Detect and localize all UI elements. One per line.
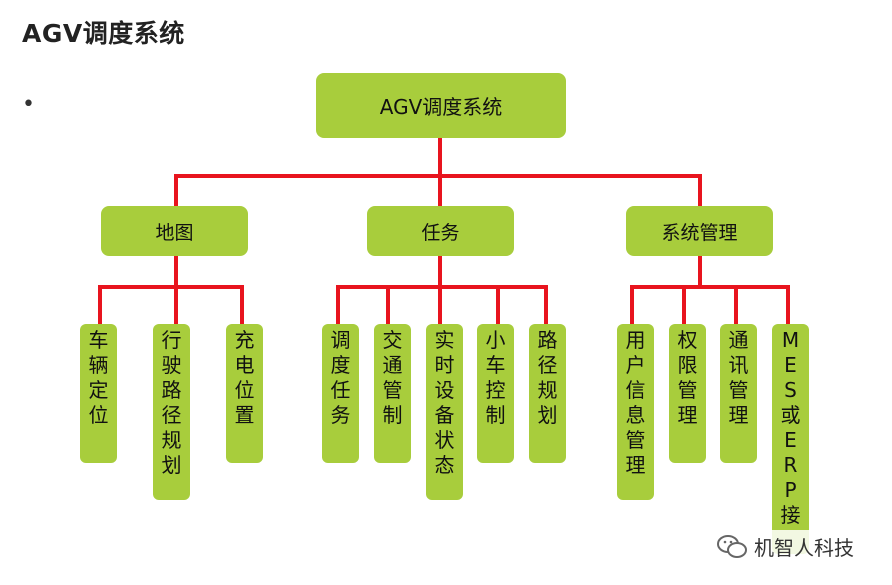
leaf-label: 交通管制 bbox=[382, 328, 403, 427]
leaf-node: 路径规划 bbox=[529, 324, 566, 463]
leaf-label: 调度任务 bbox=[330, 328, 351, 427]
branch-node-task: 任务 bbox=[367, 206, 514, 256]
leaf-node: 通讯管理 bbox=[720, 324, 757, 463]
root-node-label: AGV调度系统 bbox=[379, 95, 503, 119]
leaf-node: MES或ERP接 bbox=[772, 324, 809, 554]
leaf-node: 车辆定位 bbox=[80, 324, 117, 463]
branch-label: 地图 bbox=[155, 221, 194, 244]
branch-label: 任务 bbox=[421, 221, 460, 244]
leaf-label: 小车控制 bbox=[485, 328, 506, 427]
leaf-node: 交通管制 bbox=[374, 324, 411, 463]
branch-node-system-management: 系统管理 bbox=[626, 206, 773, 256]
watermark-text: 机智人科技 bbox=[754, 536, 854, 560]
leaf-label: 车辆定位 bbox=[88, 328, 109, 427]
leaf-node: 实时设备状态 bbox=[426, 324, 463, 500]
leaf-label: 路径规划 bbox=[537, 328, 558, 427]
leaf-label: 实时设备状态 bbox=[434, 328, 455, 477]
page-title: AGV调度系统 bbox=[22, 19, 185, 48]
leaf-node: 充电位置 bbox=[226, 324, 263, 463]
leaf-node: 小车控制 bbox=[477, 324, 514, 463]
branch-node-map: 地图 bbox=[101, 206, 248, 256]
leaf-label: MES或ERP接 bbox=[780, 328, 801, 527]
leaf-node: 用户信息管理 bbox=[617, 324, 654, 500]
leaf-node: 行驶路径规划 bbox=[153, 324, 190, 500]
root-node: AGV调度系统 bbox=[316, 73, 566, 138]
leaf-label: 行驶路径规划 bbox=[161, 328, 182, 477]
bullet-point: • bbox=[22, 92, 35, 117]
leaf-label: 用户信息管理 bbox=[625, 328, 646, 477]
branch-label: 系统管理 bbox=[661, 221, 738, 244]
leaf-label: 通讯管理 bbox=[728, 328, 749, 427]
leaf-node: 调度任务 bbox=[322, 324, 359, 463]
leaf-label: 充电位置 bbox=[234, 328, 255, 427]
wechat-icon bbox=[717, 534, 747, 558]
leaf-node: 权限管理 bbox=[669, 324, 706, 463]
leaf-label: 权限管理 bbox=[677, 328, 698, 427]
watermark: 机智人科技 bbox=[712, 530, 860, 563]
